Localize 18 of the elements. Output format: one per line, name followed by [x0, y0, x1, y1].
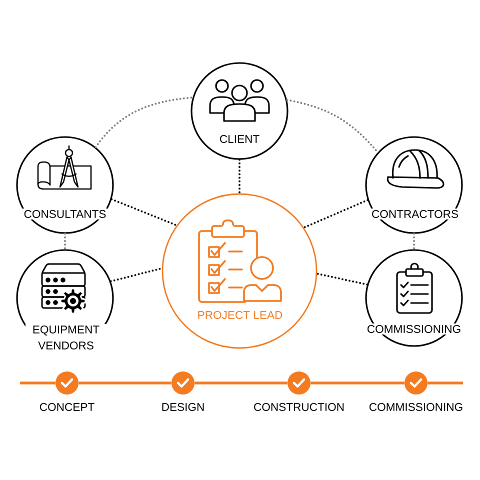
stage-label: DESIGN: [162, 403, 204, 411]
dotted-line: [110, 267, 163, 282]
dotted-line: [302, 199, 369, 229]
dotted-line: [413, 232, 415, 250]
dotted-line: [64, 232, 66, 250]
dotted-line: [94, 96, 194, 148]
dotted-line: [238, 158, 240, 194]
timeline-line: [20, 382, 56, 384]
dotted-line: [110, 198, 178, 226]
stage-label: CONCEPT: [40, 403, 94, 411]
stage-label: CONSTRUCTION: [254, 403, 344, 411]
timeline-line: [194, 382, 288, 384]
dotted-line: [286, 99, 379, 154]
timeline-line: [78, 382, 172, 384]
timeline-line: [310, 382, 404, 384]
stage-label: COMMISSIONING: [370, 403, 462, 411]
timeline-line: [428, 382, 463, 384]
dotted-line: [316, 272, 368, 286]
